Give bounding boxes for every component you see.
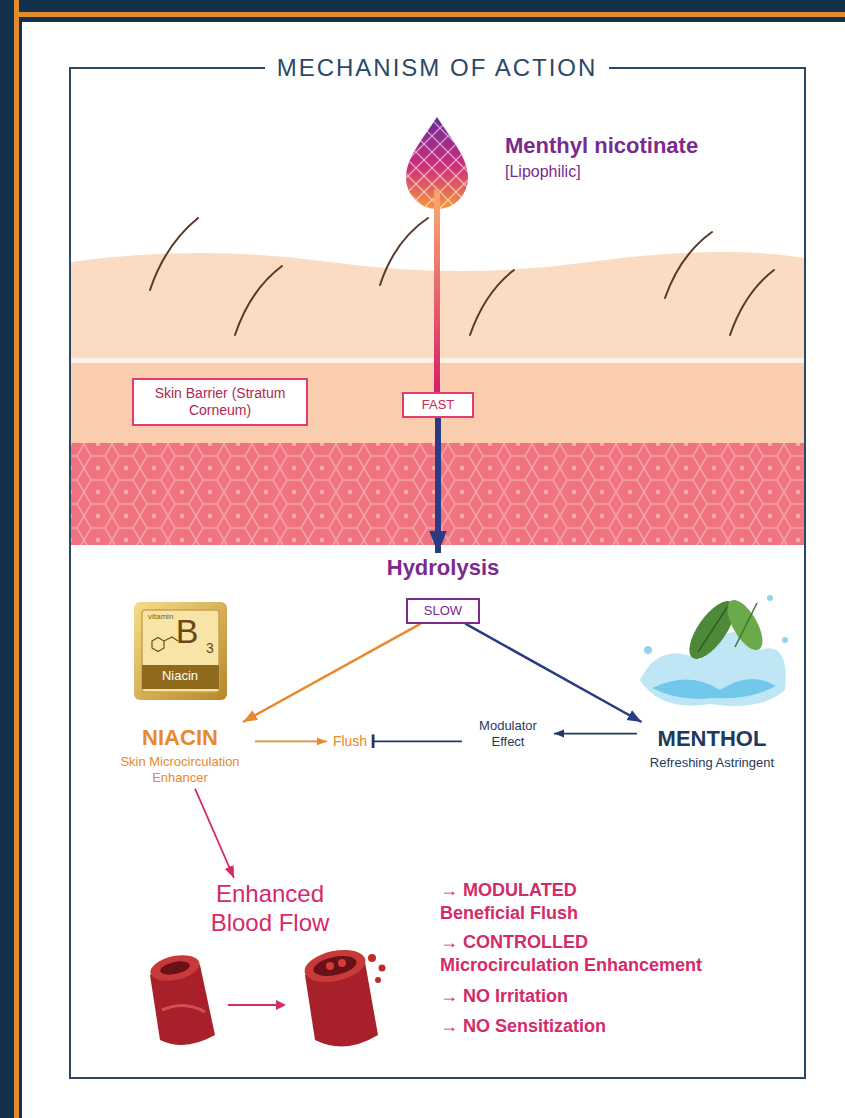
- icon-subscript: 3: [206, 640, 214, 656]
- benefit-item: → NO Irritation: [440, 986, 568, 1007]
- change-arrow: [228, 1000, 286, 1010]
- flow-arrow: [435, 418, 441, 553]
- penetration-line: [434, 190, 440, 392]
- node-text: [Lipophilic]: [505, 162, 729, 181]
- effect-arrow: [554, 733, 637, 735]
- process-label: Hydrolysis: [381, 553, 506, 583]
- result-label: Enhanced Blood Flow: [180, 878, 360, 940]
- benefit-item: Beneficial Flush: [440, 903, 578, 924]
- node-heading: MENTHOL: [643, 726, 781, 752]
- vessel-after: [302, 945, 386, 1047]
- node-text: Refreshing Astringent: [643, 755, 781, 771]
- flow-arrow: [465, 624, 641, 722]
- benefit-item: → MODULATED: [440, 880, 577, 901]
- effect-arrow: [195, 789, 234, 878]
- speed-box: SLOW: [406, 598, 480, 624]
- node-heading: Enhanced Blood Flow: [186, 880, 354, 938]
- panel: [22, 22, 845, 1118]
- effect-arrow: [255, 740, 327, 742]
- product-label: MENTHOL Refreshing Astringent: [637, 722, 787, 775]
- benefit-item: Microcirculation Enhancement: [440, 955, 702, 976]
- node-text: Skin Microcirculation Enhancer: [111, 754, 249, 785]
- accent-bar: [14, 12, 845, 17]
- node-heading: Flush: [333, 733, 367, 750]
- node-heading: Hydrolysis: [387, 555, 500, 581]
- benefit-item: → NO Sensitization: [440, 1016, 606, 1037]
- vitamin-icon: [134, 602, 227, 700]
- icon-text: Niacin: [162, 669, 198, 684]
- benefit-item: → CONTROLLED: [440, 932, 588, 953]
- diagram-title: MECHANISM OF ACTION: [265, 54, 610, 83]
- node-heading: NIACIN: [111, 725, 249, 751]
- menthol-icon: [640, 594, 788, 706]
- icon-text: vitamin: [148, 612, 173, 621]
- node-heading: Modulator Effect: [466, 718, 550, 749]
- inhibit-line: [373, 740, 462, 742]
- compound-label: Menthyl nicotinate [Lipophilic]: [405, 125, 735, 190]
- effect-label: Modulator Effect: [462, 716, 554, 751]
- node-heading: Skin Barrier (Stratum Corneum): [140, 385, 300, 419]
- node-heading: FAST: [422, 397, 455, 413]
- vessel-before: [148, 951, 215, 1045]
- flow-arrow: [243, 624, 421, 722]
- product-label: NIACIN Skin Microcirculation Enhancer: [105, 722, 255, 789]
- icon-letter: B: [176, 612, 199, 651]
- speed-box: FAST: [402, 392, 475, 418]
- layer-box: Skin Barrier (Stratum Corneum): [132, 378, 308, 426]
- frame: [70, 68, 805, 1078]
- node-heading: SLOW: [424, 603, 462, 619]
- effect-label: Flush: [327, 730, 373, 753]
- node-heading: Menthyl nicotinate: [505, 133, 729, 159]
- accent-bar: [14, 0, 19, 1118]
- hairs: [150, 218, 774, 335]
